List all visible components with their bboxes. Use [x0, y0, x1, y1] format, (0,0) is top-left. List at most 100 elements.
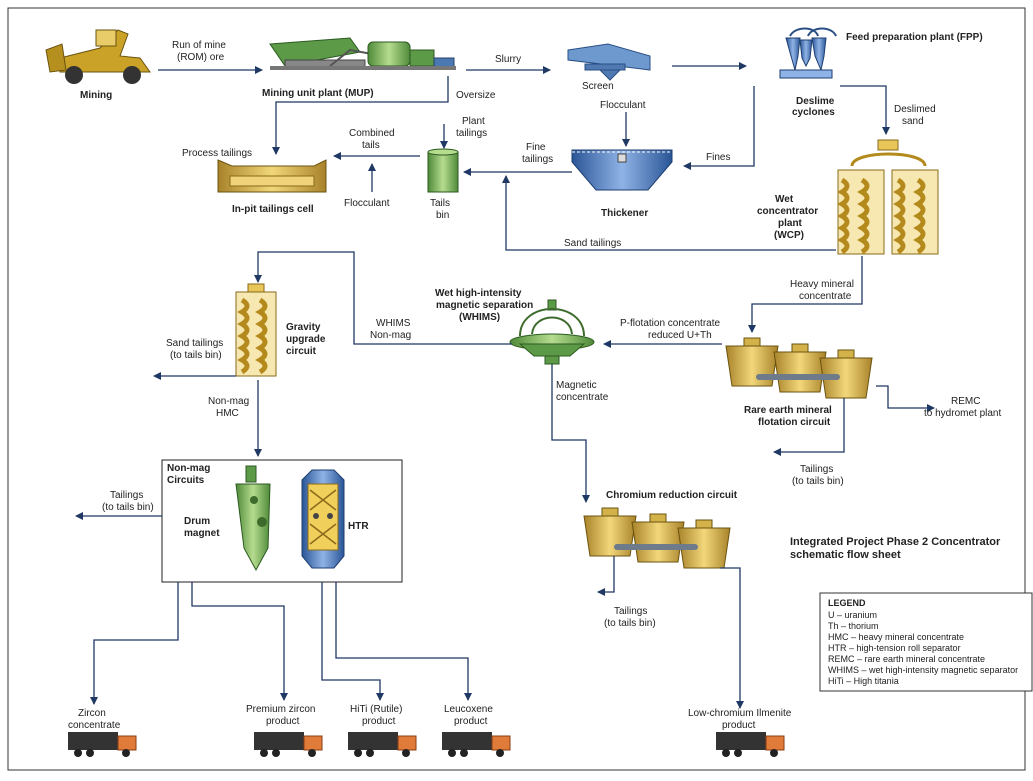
flow-oversize — [272, 76, 449, 155]
htr-label: HTR — [348, 521, 369, 532]
magnetic-label-2: concentrate — [556, 392, 609, 403]
mining-unit-plant-icon — [269, 37, 456, 71]
drum-label-2: magnet — [184, 528, 220, 539]
tail-chrom-label-1: Tailings — [614, 606, 647, 617]
legend-item: HMC – heavy mineral concentrate — [828, 632, 964, 642]
whims-label-2: magnetic separation — [436, 300, 533, 311]
nonmag-circuits-box — [161, 459, 403, 583]
legend-item: HiTi – High titania — [828, 676, 899, 686]
tails-bin-label-2: bin — [436, 210, 449, 221]
tail-chrom-label-2: (to tails bin) — [604, 618, 656, 629]
flow-sand-tailings — [502, 175, 836, 251]
truck-icon — [716, 732, 785, 757]
wcp-label-2: concentrator — [757, 206, 818, 217]
plant-tailings-label-2: tailings — [456, 128, 487, 139]
nonmag-box-label-1: Non-mag — [167, 463, 210, 474]
flocculant-bottom-label: Flocculant — [344, 198, 390, 209]
pflot-label-2: reduced U+Th — [648, 330, 712, 341]
flow-rem-tailings — [773, 398, 845, 456]
truck-icon — [254, 732, 323, 757]
process-tailings-label: Process tailings — [182, 148, 252, 159]
legend-item: REMC – rare earth mineral concentrate — [828, 654, 985, 664]
legend-item: U – uranium — [828, 610, 877, 620]
product-hiti-2: product — [362, 716, 396, 727]
truck-icon — [442, 732, 511, 757]
remc-label-2: to hydromet plant — [924, 408, 1001, 419]
rom-label-2: (ROM) ore — [177, 52, 225, 63]
product-leucoxene-2: product — [454, 716, 488, 727]
whims-separator-icon — [509, 299, 595, 365]
legend-box — [819, 592, 1033, 692]
tail-rem-label-2: (to tails bin) — [792, 476, 844, 487]
wet-concentrator-plant-icon — [837, 139, 939, 255]
deslime-cyclones-icon — [779, 27, 837, 79]
nonmag-hmc-label-2: HMC — [216, 408, 239, 419]
outer-border — [7, 7, 1026, 771]
screen-label: Screen — [582, 81, 614, 92]
hmc-label-1: Heavy mineral — [790, 279, 854, 290]
deslime-label-1: Deslime — [796, 96, 835, 107]
screen-icon — [567, 43, 651, 81]
diagram-title-2: schematic flow sheet — [790, 549, 901, 561]
flow-remc — [876, 385, 935, 412]
sand-tailings-label: Sand tailings — [564, 238, 621, 249]
magnetic-label-1: Magnetic — [556, 380, 597, 391]
chromium-reduction-cells-icon — [583, 507, 731, 569]
legend-item: Th – thorium — [828, 621, 879, 631]
whims-label-1: Wet high-intensity — [435, 288, 522, 299]
legend-item: HTR – high-tension roll separator — [828, 643, 961, 653]
sand-tail-bin-label-2: (to tails bin) — [170, 350, 222, 361]
nonmag-box-label-2: Circuits — [167, 475, 205, 486]
deslimed-label-1: Deslimed — [894, 104, 936, 115]
fines-label: Fines — [706, 152, 730, 163]
flow-magnetic-concentrate — [551, 364, 590, 503]
product-premium-2: product — [266, 716, 300, 727]
tail-rem-label-1: Tailings — [800, 464, 833, 475]
flow-zircon — [90, 582, 179, 705]
diagram-title-1: Integrated Project Phase 2 Concentrator — [790, 536, 1001, 548]
flow-hiti — [321, 582, 384, 701]
whims-label-3: (WHIMS) — [459, 312, 500, 323]
drum-magnet-icon — [235, 465, 271, 572]
flow-premium-zircon — [191, 582, 288, 701]
gravity-label-1: Gravity — [286, 322, 321, 333]
product-leucoxene-1: Leucoxene — [444, 704, 493, 715]
gravity-label-3: circuit — [286, 346, 317, 357]
product-zircon-2: concentrate — [68, 720, 121, 731]
flow-chrom-tailings — [597, 556, 615, 596]
product-ilmenite-1: Low-chromium Ilmenite — [688, 708, 792, 719]
gravity-label-2: upgrade — [286, 334, 326, 345]
product-ilmenite-2: product — [722, 720, 756, 731]
whims-nonmag-label-1: WHIMS — [376, 318, 411, 329]
product-zircon-1: Zircon — [78, 708, 106, 719]
flow-whims-nonmag — [254, 251, 512, 345]
gravity-upgrade-spiral-icon — [235, 283, 277, 377]
inpit-label: In-pit tailings cell — [232, 204, 314, 215]
wcp-label-1: Wet — [775, 194, 794, 205]
combined-label-2: tails — [362, 140, 380, 151]
loader-icon — [45, 29, 151, 84]
tails-bin-label-1: Tails — [430, 198, 450, 209]
nonmag-hmc-label-1: Non-mag — [208, 396, 249, 407]
fine-tailings-label-1: Fine — [526, 142, 546, 153]
truck-icon — [348, 732, 417, 757]
rem-label-1: Rare earth mineral — [744, 405, 832, 416]
deslime-label-2: cyclones — [792, 107, 835, 118]
tails-bin-icon — [427, 148, 459, 193]
hmc-label-2: concentrate — [799, 291, 852, 302]
whims-nonmag-label-2: Non-mag — [370, 330, 411, 341]
sand-tail-bin-label-1: Sand tailings — [166, 338, 223, 349]
remc-label-1: REMC — [951, 396, 980, 407]
fine-tailings-label-2: tailings — [522, 154, 553, 165]
thickener-icon — [571, 149, 673, 191]
product-premium-1: Premium zircon — [246, 704, 315, 715]
pflot-label-1: P-flotation concentrate — [620, 318, 720, 329]
flow-hmc — [748, 256, 863, 333]
thickener-label: Thickener — [601, 208, 648, 219]
flow-leucoxene — [335, 582, 472, 701]
rem-label-2: flotation circuit — [758, 417, 831, 428]
combined-label-1: Combined — [349, 128, 395, 139]
plant-tailings-label-1: Plant — [462, 116, 485, 127]
